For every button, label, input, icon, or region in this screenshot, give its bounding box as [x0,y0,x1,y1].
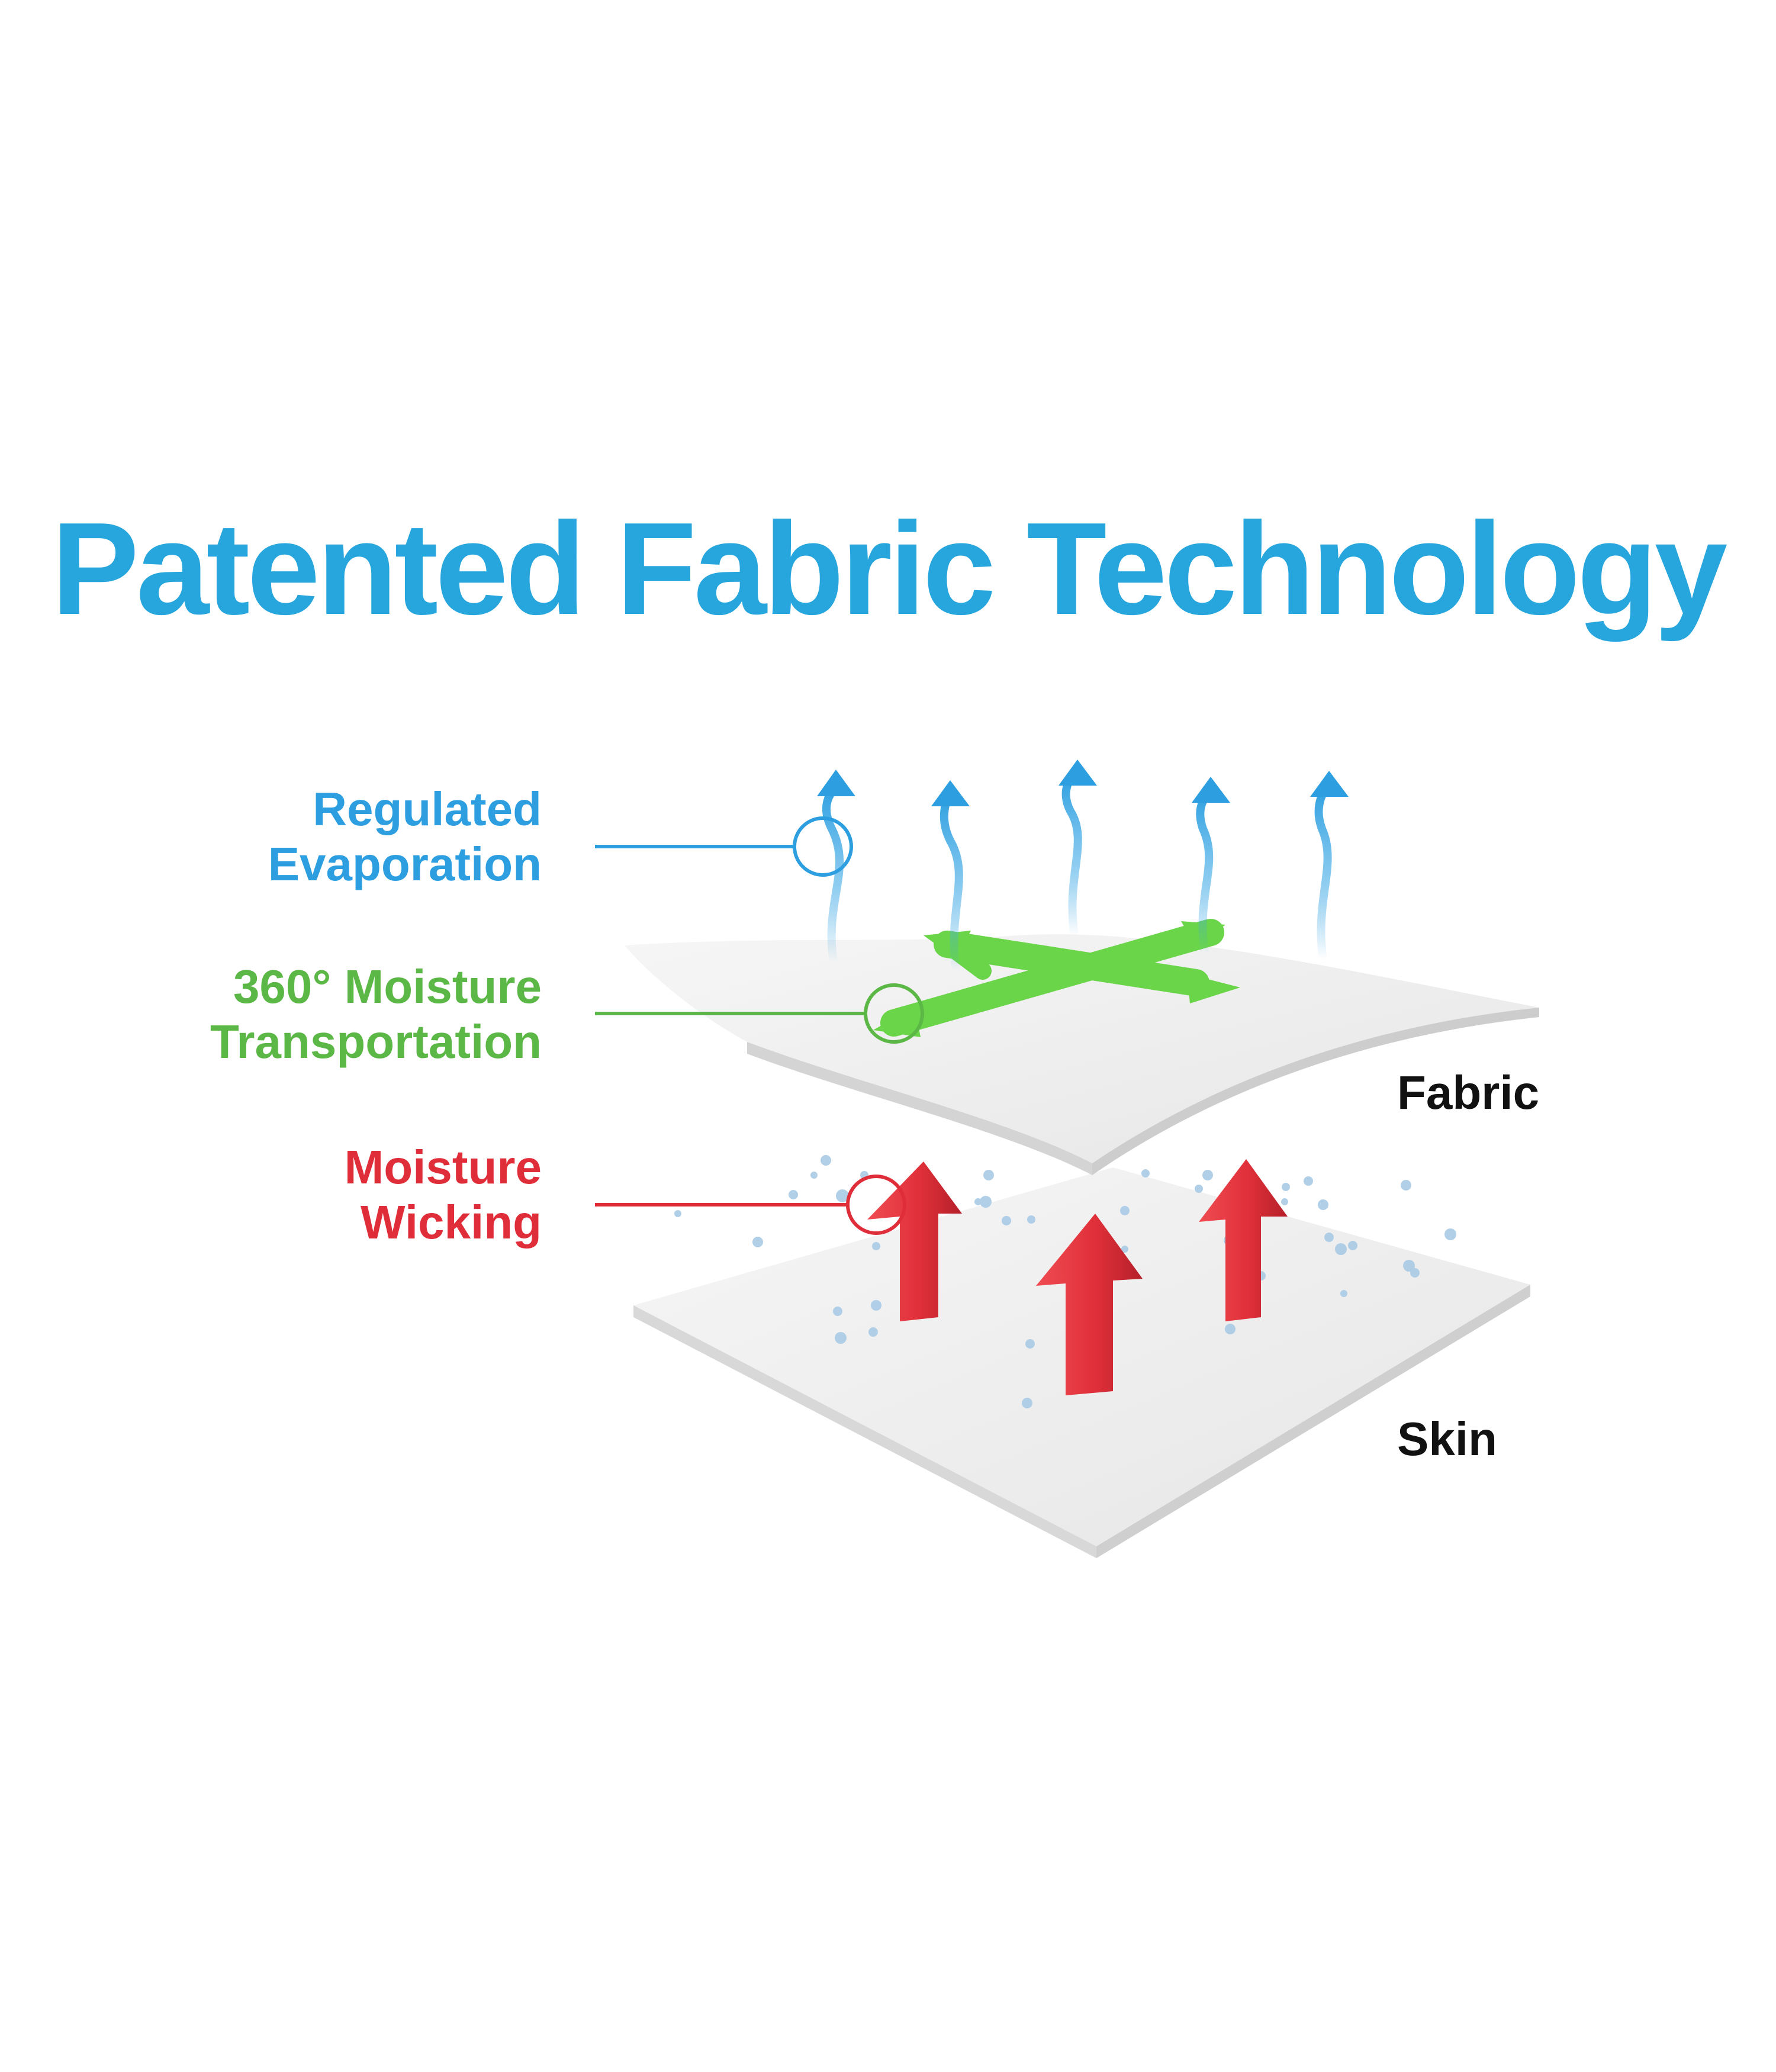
wicking-arrow-icon [867,1159,1288,1395]
evaporation-label-line2: Evaporation [268,838,542,890]
wicking-label: Moisture Wicking [127,1140,542,1250]
transport-label-line2: Transportation [210,1015,542,1068]
evaporation-connector [595,816,853,877]
wicking-connector [595,1175,906,1235]
evaporation-label-line1: Regulated [313,783,542,835]
fabric-layer-label: Fabric [1397,1066,1540,1119]
transport-connector [595,983,924,1044]
evaporation-label: Regulated Evaporation [127,781,542,892]
page-title: Patented Fabric Technology [51,496,1727,642]
transport-label: 360° Moisture Transportation [127,959,542,1069]
wicking-label-line1: Moisture [344,1141,542,1193]
evaporation-arrowheads [817,760,1349,806]
fabric-sheet [625,934,1539,1175]
wicking-label-line2: Wicking [361,1196,542,1249]
transport-label-line1: 360° Moisture [233,960,542,1013]
skin-layer-label: Skin [1397,1413,1497,1465]
droplet-icon [674,1155,1456,1408]
